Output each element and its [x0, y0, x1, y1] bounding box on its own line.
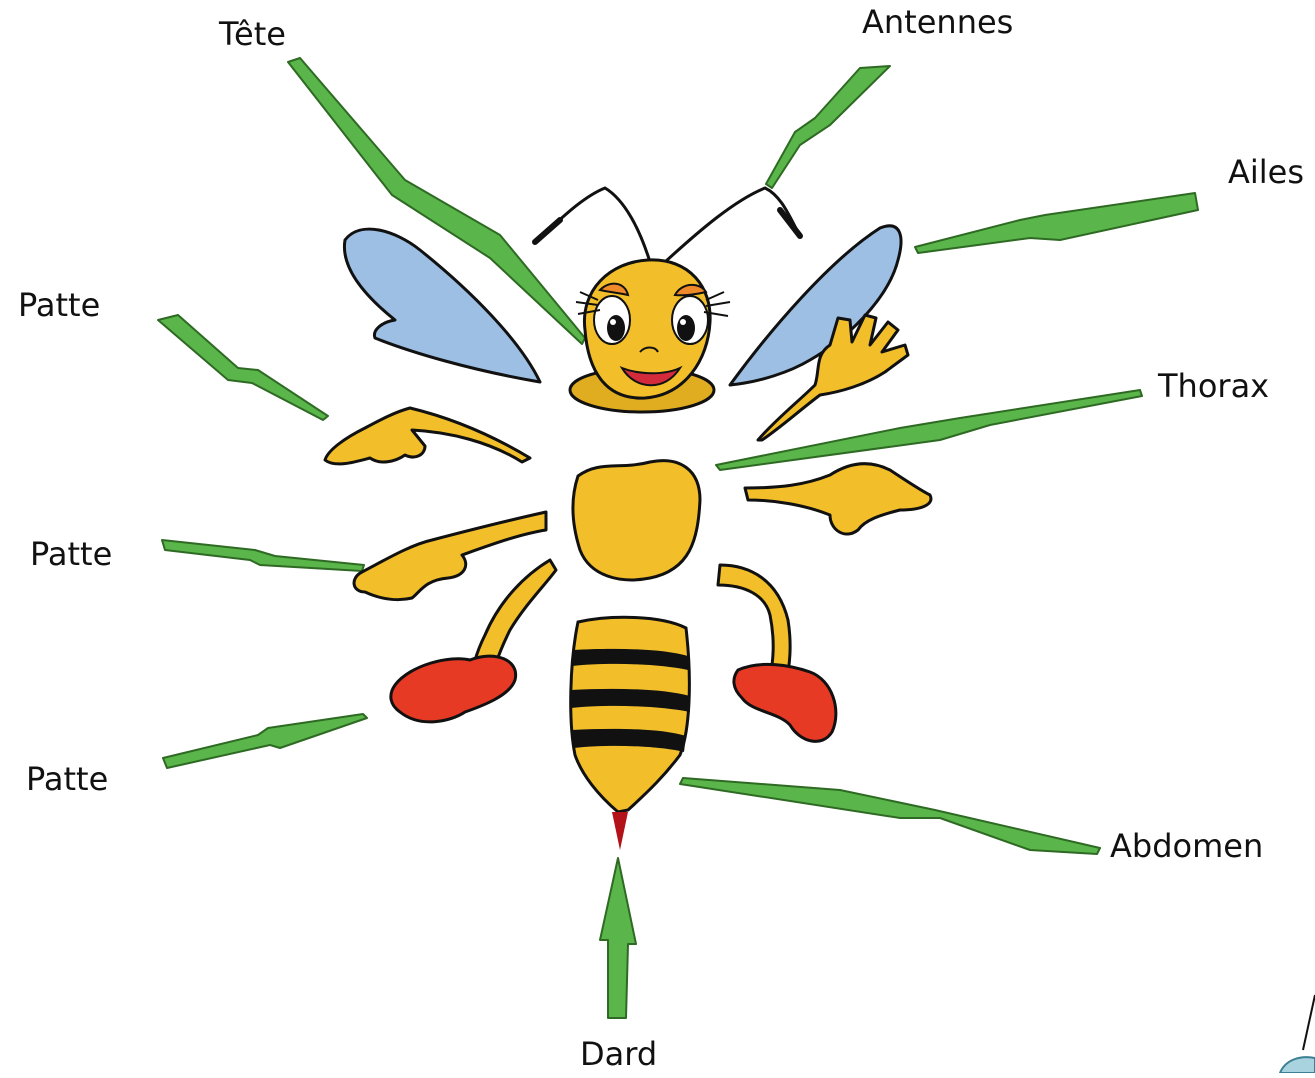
label-dard: Dard: [580, 1038, 657, 1070]
label-thorax: Thorax: [1158, 370, 1269, 402]
label-abdomen: Abdomen: [1110, 830, 1263, 862]
antenna-right: [665, 188, 800, 262]
label-patte-1: Patte: [18, 289, 100, 321]
arrow-patte-3: [163, 714, 367, 768]
corner-decoration: [1280, 995, 1315, 1073]
label-tete: Tête: [219, 18, 286, 50]
arrow-patte-2: [162, 540, 364, 571]
arrow-antennes: [766, 66, 890, 188]
arrow-patte-1: [158, 315, 328, 420]
abdomen-shape: [571, 617, 690, 850]
label-antennes: Antennes: [862, 6, 1013, 38]
arrow-abdomen: [680, 778, 1100, 854]
thorax-shape: [573, 461, 700, 580]
label-patte-3: Patte: [26, 763, 108, 795]
shoe-right: [734, 664, 836, 741]
stinger: [612, 812, 628, 850]
head: [570, 260, 730, 412]
label-patte-2: Patte: [30, 538, 112, 570]
label-ailes: Ailes: [1228, 156, 1304, 188]
arrow-dard: [600, 858, 636, 1018]
antennae: [535, 188, 800, 262]
arrow-ailes: [915, 193, 1198, 253]
shoe-left: [391, 656, 516, 722]
arrow-thorax: [716, 390, 1142, 470]
